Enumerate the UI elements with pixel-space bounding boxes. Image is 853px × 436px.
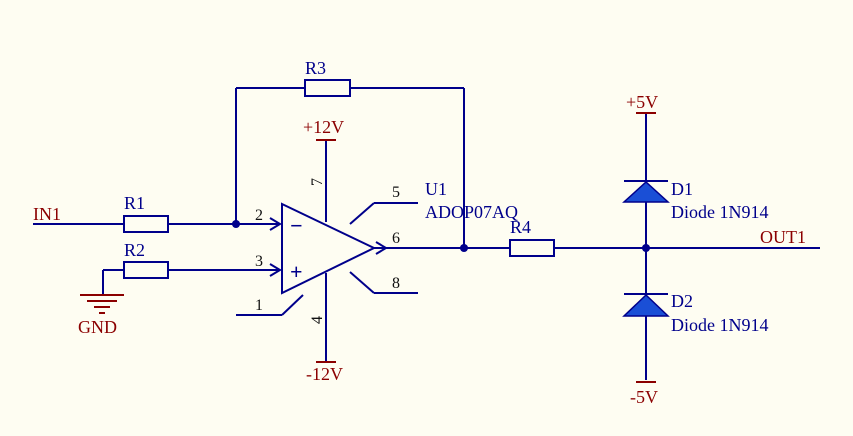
pin-number-8: 8 [392, 275, 400, 292]
designator-r3: R3 [305, 58, 326, 78]
pin-number-5: 5 [392, 184, 400, 201]
junction-inverting [232, 220, 240, 228]
net-label-in1[interactable]: IN1 [33, 204, 61, 224]
opamp-non-inverting-sign: + [290, 259, 303, 284]
pin-number-7: 7 [309, 178, 326, 186]
resistor-r4[interactable] [509, 239, 555, 257]
designator-r4: R4 [510, 217, 531, 237]
pin-number-3: 3 [255, 253, 263, 270]
designator-r2: R2 [124, 240, 145, 260]
pin-3-arrow [269, 263, 282, 277]
pin-6-arrow [375, 241, 388, 255]
ground-symbol [80, 294, 124, 314]
pin-number-4: 4 [309, 316, 326, 324]
pin-number-6: 6 [392, 230, 400, 247]
designator-u1: U1 [425, 179, 447, 199]
designator-r1: R1 [124, 193, 145, 213]
net-label-minus12v[interactable]: -12V [306, 364, 343, 384]
opamp-pins [236, 140, 510, 362]
net-label-out1[interactable]: OUT1 [760, 227, 806, 247]
net-label-plus12v[interactable]: +12V [303, 117, 344, 137]
resistor-r2[interactable] [123, 261, 169, 279]
feedback-wire [235, 87, 465, 248]
net-label-plus5v[interactable]: +5V [626, 92, 658, 112]
input-wire-r2 [102, 269, 280, 295]
resistor-r1[interactable] [123, 215, 169, 233]
junction-clamp [642, 244, 650, 252]
resistor-r3[interactable] [304, 79, 351, 97]
designator-d2: D2 [671, 291, 693, 311]
net-label-minus5v[interactable]: -5V [630, 387, 658, 407]
value-d2: Diode 1N914 [671, 315, 769, 335]
designator-d1: D1 [671, 179, 693, 199]
pin-number-1: 1 [255, 297, 263, 314]
opamp-u1[interactable] [281, 202, 377, 295]
diode-d2[interactable] [622, 293, 670, 317]
junction-output [460, 244, 468, 252]
pin-2-arrow [269, 217, 282, 231]
pin-number-2: 2 [255, 207, 263, 224]
value-u1: ADOP07AQ [425, 202, 518, 222]
net-label-gnd[interactable]: GND [78, 317, 117, 337]
value-d1: Diode 1N914 [671, 202, 769, 222]
opamp-inverting-sign: − [290, 213, 303, 238]
diode-d1[interactable] [622, 180, 670, 203]
